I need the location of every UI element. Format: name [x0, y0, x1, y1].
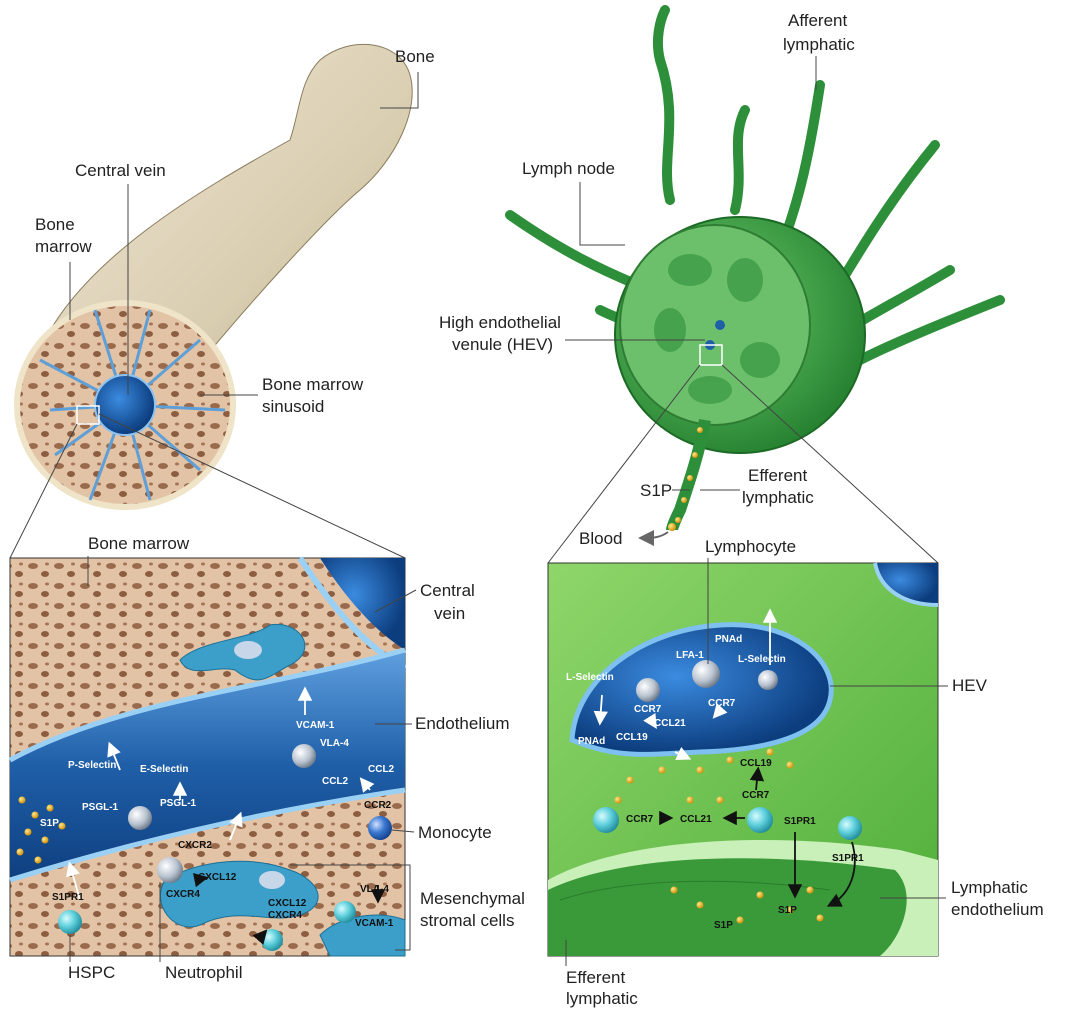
mol-psgl1-a: PSGL-1	[82, 802, 119, 813]
label-lymphocyte: Lymphocyte	[705, 537, 796, 556]
mol-s1p: S1P	[40, 818, 59, 829]
label-central-2: vein	[434, 604, 465, 623]
hspc-cell-2	[334, 901, 356, 923]
mol-s1pr1-b: S1PR1	[832, 853, 864, 864]
label-efferent-2: lymphatic	[742, 488, 814, 507]
label-efferent-inset-1: Efferent	[566, 968, 626, 987]
lymph-node-illustration	[510, 10, 1000, 531]
mol-cxcr4-b: CXCR4	[268, 910, 302, 921]
mol-ccr7-a: CCR7	[634, 704, 662, 715]
label-lymphatic-endo-1: Lymphatic	[951, 878, 1028, 897]
mol-vcam1-b: VCAM-1	[355, 918, 394, 929]
mol-ccl21-b: CCL21	[680, 814, 712, 825]
mol-ccr7-d: CCR7	[626, 814, 654, 825]
hspc-cell	[58, 910, 82, 934]
mol-l-selectin-a: L-Selectin	[566, 672, 614, 683]
label-hspc: HSPC	[68, 963, 115, 982]
label-bone: Bone	[395, 47, 435, 66]
mol-pnad-bottom: PNAd	[578, 736, 605, 747]
mol-lfa1: LFA-1	[676, 650, 704, 661]
label-central-vein: Central vein	[75, 161, 166, 180]
mol-s1p-b: S1P	[778, 905, 797, 916]
label-sinusoid-2: sinusoid	[262, 397, 324, 416]
mol-cxcl12-b: CXCL12	[268, 898, 307, 909]
label-sinusoid-1: Bone marrow	[262, 375, 364, 394]
label-blood: Blood	[579, 529, 622, 548]
mol-vla4-b: VLA-4	[360, 884, 389, 895]
bone-illustration	[17, 44, 412, 507]
mol-cxcr4-a: CXCR4	[166, 889, 200, 900]
mol-e-selectin: E-Selectin	[140, 764, 188, 775]
lymphocyte-a	[636, 678, 660, 702]
lymphocyte-c	[758, 670, 778, 690]
mol-ccl2-a: CCL2	[322, 776, 349, 787]
mol-ccl21-a: CCL21	[654, 718, 686, 729]
label-inset-bone-marrow: Bone marrow	[88, 534, 190, 553]
label-central-1: Central	[420, 581, 475, 600]
mol-l-selectin-b: L-Selectin	[738, 654, 786, 665]
label-bone-marrow-2: marrow	[35, 237, 92, 256]
label-hev: HEV	[952, 676, 988, 695]
mol-s1pr1-a: S1PR1	[784, 816, 816, 827]
label-hev-2: venule (HEV)	[452, 335, 553, 354]
mol-ccl2-b: CCL2	[368, 764, 395, 775]
mol-s1pr1: S1PR1	[52, 892, 84, 903]
label-mesenchymal-1: Mesenchymal	[420, 889, 525, 908]
label-node-s1p: S1P	[640, 481, 672, 500]
lymphocyte-b	[692, 660, 720, 688]
lymphocyte-e	[747, 807, 773, 833]
label-afferent-2: lymphatic	[783, 35, 855, 54]
neutrophil-in-vessel	[128, 806, 152, 830]
label-mesenchymal-2: stromal cells	[420, 911, 514, 930]
node-inset: PNAd L-Selectin LFA-1 L-Selectin CCR7 CC…	[548, 563, 938, 956]
label-efferent-1: Efferent	[748, 466, 808, 485]
mol-pnad-top: PNAd	[715, 634, 742, 645]
mol-p-selectin: P-Selectin	[68, 760, 116, 771]
lymphocyte-f	[838, 816, 862, 840]
mol-ccl19-b: CCL19	[740, 758, 772, 769]
label-monocyte: Monocyte	[418, 823, 492, 842]
label-bone-marrow-1: Bone	[35, 215, 75, 234]
lymphocyte-d	[593, 807, 619, 833]
mol-ccl19-a: CCL19	[616, 732, 648, 743]
label-afferent-1: Afferent	[788, 11, 848, 30]
label-lymph-node: Lymph node	[522, 159, 615, 178]
marrow-inset: P-Selectin E-Selectin PSGL-1 PSGL-1 VCAM…	[10, 558, 405, 956]
label-lymphatic-endo-2: endothelium	[951, 900, 1044, 919]
mol-vla4: VLA-4	[320, 738, 349, 749]
mol-psgl1-b: PSGL-1	[160, 798, 197, 809]
mol-cxcr2: CXCR2	[178, 840, 212, 851]
label-endothelium: Endothelium	[415, 714, 510, 733]
mol-ccr7-b: CCR7	[708, 698, 736, 709]
monocyte-in-vessel	[292, 744, 316, 768]
label-neutrophil: Neutrophil	[165, 963, 243, 982]
mol-vcam1: VCAM-1	[296, 720, 335, 731]
label-hev-1: High endothelial	[439, 313, 561, 332]
mol-cxcl12-a: CXCL12	[198, 872, 237, 883]
mol-ccr7-c: CCR7	[742, 790, 770, 801]
label-efferent-inset-2: lymphatic	[566, 989, 638, 1008]
mol-s1p-a: S1P	[714, 920, 733, 931]
monocyte-cell	[368, 816, 392, 840]
mol-ccr2: CCR2	[364, 800, 392, 811]
neutrophil-cell	[157, 857, 183, 883]
